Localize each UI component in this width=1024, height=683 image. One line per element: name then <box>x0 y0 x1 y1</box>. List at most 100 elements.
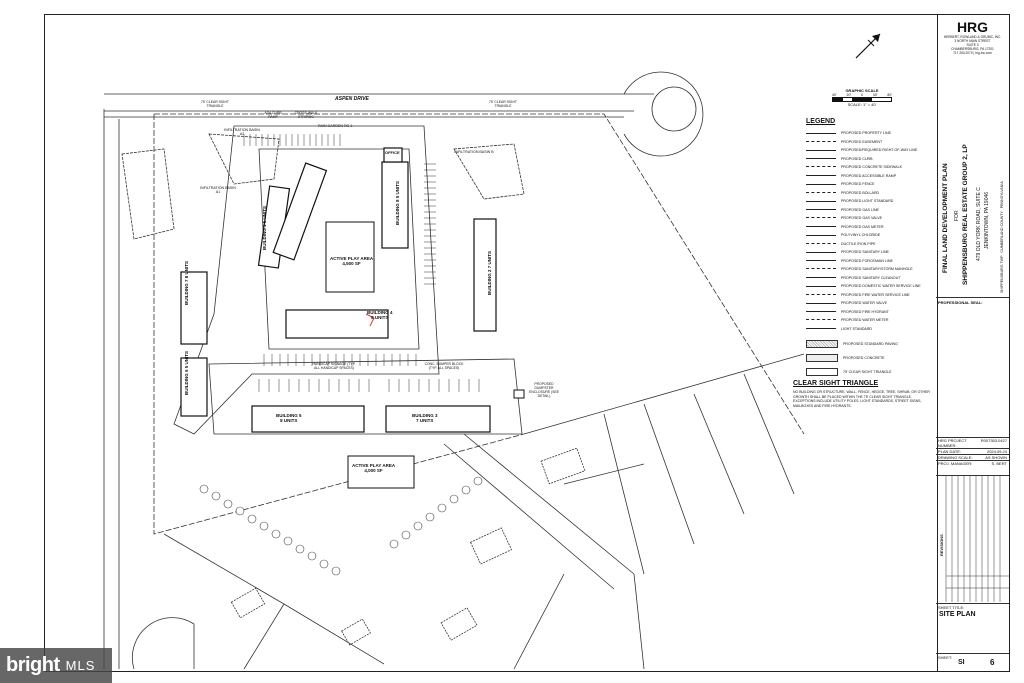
plan-title: FINAL LAND DEVELOPMENT PLAN <box>942 163 949 273</box>
legend-swatch-concrete: PROPOSED CONCRETE <box>806 351 934 365</box>
drawing-scale-row: DRAWING SCALE:AS SHOWN <box>936 455 1009 461</box>
graphic-scale-bar <box>832 97 892 102</box>
left-road <box>103 109 120 669</box>
plan-date-row: PLAN DATE:2024.05.24 <box>936 449 1009 455</box>
building-8-label: BUILDING 8 5 UNITS <box>395 180 400 225</box>
project-info: HRG PROJECT NUMBER:R007353.0427 PLAN DAT… <box>936 437 1009 474</box>
sheet-code: SI <box>958 659 965 666</box>
legend-item-label: LIGHT STANDARD <box>841 326 873 331</box>
bumper-label: CONC. BUMPER BLOCK (TYP. ALL SPACES) <box>424 362 464 370</box>
seal-block: PROFESSIONAL SEAL: <box>936 297 1009 370</box>
legend-item-label: PROPOSED GAS VALVE <box>841 216 883 221</box>
neighbor-lots-se <box>523 353 805 575</box>
title-block: HRG HERBERT, ROWLAND & GRUBIC, INC. 3 NO… <box>936 14 1010 672</box>
legend-symbol <box>806 251 836 253</box>
legend-item-label: PROPOSED CURB <box>841 156 873 161</box>
building-7-footprint <box>180 271 208 345</box>
legend-item: PROPOSED FENCE <box>806 180 934 189</box>
legend-symbol <box>806 140 836 143</box>
legend-item-label: PROPOSED CONCRETE SIDEWALK <box>841 165 902 170</box>
legend-item-label: PROPOSED ACCESSIBLE RAMP <box>841 173 897 178</box>
revisions-label: REVISIONS <box>939 534 944 556</box>
legend-item-label: PROPOSED SANITARY LINE <box>841 250 889 255</box>
watermark-suffix: MLS <box>65 658 96 673</box>
play-area-2 <box>347 455 415 489</box>
cul-de-sac-circle <box>651 86 697 132</box>
legend-symbol <box>806 234 836 236</box>
building-8-footprint <box>381 161 409 249</box>
legend-item-label: POLYVINYL CHLORIDE <box>841 233 881 238</box>
crosswalk-label: CROSS-WALK STRIPING <box>294 111 318 119</box>
legend-item: PROPOSED FORCEMAIN LINE <box>806 257 934 266</box>
basin-a2 <box>208 133 280 185</box>
legend-symbol <box>806 200 836 202</box>
rain-garden-label: RAIN GARDEN RG-1 <box>318 124 353 128</box>
basin-b <box>453 143 525 200</box>
sheet-number-block: SHEET: SI 6 <box>936 653 1009 672</box>
legend-symbol <box>806 226 836 228</box>
sight-triangle-right: 75' CLEAR SIGHT TRIANGLE <box>489 100 517 108</box>
firm-city: CHAMBERSBURG, PA 17201 <box>951 47 994 51</box>
southeast-drive <box>443 433 635 590</box>
neighbor-lot-sw <box>163 533 385 670</box>
legend-symbol <box>806 268 836 270</box>
firm-address1: 3 NORTH MAIN STREET <box>954 39 991 43</box>
sheet-title: SITE PLAN <box>939 611 976 618</box>
legend-symbol <box>806 302 836 304</box>
cul-de-sac <box>623 71 704 157</box>
firm-logo: HRG <box>956 19 989 35</box>
legend-item-label: PROPOSED GAS METER <box>841 224 884 229</box>
legend-item: PROPOSED GAS VALVE <box>806 214 934 223</box>
legend-item: PROPOSED SANITARY CLEANOUT <box>806 274 934 283</box>
handicap-label: HANDICAP SIGNAGE (TYP. ALL HANDICAP SPAC… <box>312 362 356 370</box>
clear-sight-note: CLEAR SIGHT TRIANGLE NO BUILDING OR STRU… <box>793 380 933 408</box>
legend-item: PROPOSED BOLLARD <box>806 189 934 198</box>
firm-address2: SUITE 3 <box>966 43 979 47</box>
sheet-number: 6 <box>990 658 995 667</box>
clear-sight-title: CLEAR SIGHT TRIANGLE <box>793 380 879 387</box>
client-city: JENKINTOWN, PA 19046 <box>984 191 990 249</box>
legend-symbol <box>806 183 836 185</box>
dumpster-enclosure <box>513 389 525 399</box>
legend-item-label: PROPOSED SANITARY/STORM MANHOLE <box>841 267 913 272</box>
legend-item: PROPOSED CONCRETE SIDEWALK <box>806 163 934 172</box>
legend-item: LIGHT STANDARD <box>806 325 934 334</box>
legend-item-label: PROPOSED WATER VALVE <box>841 301 887 306</box>
client-address: 479 OLD YORK ROAD, SUITE C <box>976 187 982 261</box>
revisions-grid <box>945 476 1009 602</box>
legend-item-label: PROPOSED FORCEMAIN LINE <box>841 258 893 263</box>
legend-item: PROPOSED GAS LINE <box>806 206 934 215</box>
watermark-brand: bright <box>6 654 60 676</box>
site-plan-drawing <box>103 71 805 670</box>
legend-item: PROPOSED DOMESTIC WATER SERVICE LINE <box>806 282 934 291</box>
street-label: ASPEN DRIVE <box>335 96 369 102</box>
legend-item: PROPOSED LIGHT STANDARD <box>806 197 934 206</box>
legend-item: PROPOSED WATER VALVE <box>806 299 934 308</box>
legend-item: PROPOSED/REQUIRED RIGHT-OF-WAY LINE <box>806 146 934 155</box>
firm-block: HRG HERBERT, ROWLAND & GRUBIC, INC. 3 NO… <box>936 15 1009 65</box>
legend-swatch-sight: 75' CLEAR SIGHT TRIANGLE <box>806 365 934 379</box>
legend-symbol <box>806 242 836 245</box>
seal-label: PROFESSIONAL SEAL: <box>938 300 983 305</box>
legend-symbol <box>806 209 836 211</box>
legend-symbol <box>806 175 836 177</box>
client-name: SHIPPENSBURG REAL ESTATE GROUP 2, LP <box>962 144 969 285</box>
legend-item: PROPOSED SANITARY LINE <box>806 248 934 257</box>
legend-symbol <box>806 260 836 262</box>
municipality: SHIPPENSBURG TWP CUMBERLAND COUNTY PENNS… <box>1000 181 1004 293</box>
firm-contact: 717.263.2070 | hrg-inc.com <box>953 51 992 55</box>
legend-item: PROPOSED ACCESSIBLE RAMP <box>806 172 934 181</box>
building-6b-label: BUILDING 6 5 UNITS <box>184 350 189 395</box>
legend-item: PROPOSED PROPERTY LINE <box>806 129 934 138</box>
legend-item: POLYVINYL CHLORIDE <box>806 231 934 240</box>
legend-item-label: PROPOSED FIRE HYDRANT <box>841 309 889 314</box>
building-6b-footprint <box>180 357 208 417</box>
ada-ramp-label: ADA CURB RAMP <box>264 111 282 119</box>
legend-item: PROPOSED GAS METER <box>806 223 934 232</box>
building-7-label: BUILDING 7 8 UNITS <box>184 260 189 305</box>
legend-item-label: PROPOSED EASEMENT <box>841 139 883 144</box>
